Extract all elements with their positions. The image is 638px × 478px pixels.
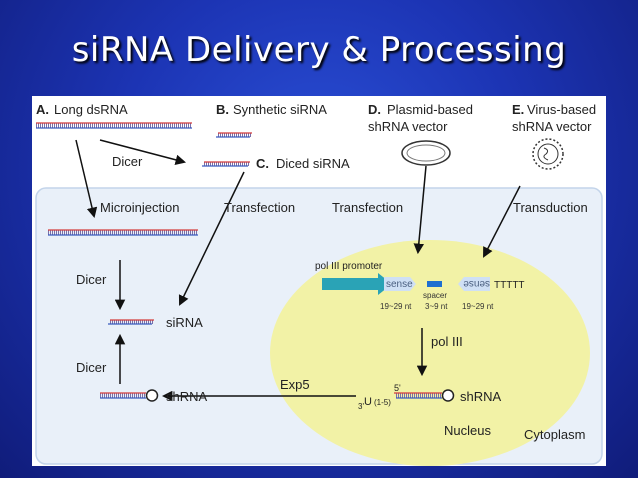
label-nucleus: Nucleus	[444, 423, 491, 438]
synthetic-sirna	[216, 132, 252, 138]
sense-segment	[384, 277, 416, 291]
nucleus-region	[270, 240, 590, 466]
label-transduction: Transduction	[513, 200, 588, 215]
virus-icon	[532, 138, 564, 170]
long-dsrna-injected	[48, 229, 198, 236]
label-dicer-mid: Dicer	[76, 272, 107, 287]
label-shrna-right: shRNA	[460, 389, 502, 404]
label-spacer: spacer	[423, 291, 447, 300]
label-tail-5: 5'	[394, 383, 401, 393]
antisense-segment	[458, 277, 490, 291]
diagram-canvas: A. Long dsRNA B. Synthetic siRNA C. Dice…	[35, 102, 603, 466]
pol3-promoter-arrow	[322, 273, 392, 295]
rnai-pathway-diagram: A. Long dsRNA B. Synthetic siRNA C. Dice…	[32, 96, 606, 466]
label-pol3: pol III	[431, 334, 463, 349]
label-shrna-left: shRNA	[166, 389, 208, 404]
shrna-hairpin-right	[394, 389, 455, 402]
label-nt-left: 19~29 nt	[380, 302, 412, 311]
label-d-line1: Plasmid-based	[387, 102, 473, 117]
long-dsrna-top	[36, 122, 192, 129]
label-dicer-top: Dicer	[112, 154, 143, 169]
label-sirna: siRNA	[166, 315, 203, 330]
label-a-letter: A.	[36, 102, 49, 117]
label-transfection-mid: Transfection	[332, 200, 403, 215]
spacer-segment	[427, 281, 442, 287]
label-tail-range: (1-5)	[374, 398, 391, 407]
label-sense: sense	[386, 279, 413, 290]
label-cytoplasm: Cytoplasm	[524, 427, 585, 442]
label-a-text: Long dsRNA	[54, 102, 128, 117]
label-d-line2: shRNA vector	[368, 119, 448, 134]
plasmid-icon	[401, 140, 451, 166]
label-dicer-low: Dicer	[76, 360, 107, 375]
arrow-dicer-top	[99, 139, 187, 165]
diced-sirna	[202, 161, 250, 167]
label-nt-mid: 3~9 nt	[425, 302, 448, 311]
label-c-letter: C.	[256, 156, 269, 171]
label-pol3-promoter: pol III promoter	[315, 261, 383, 272]
label-b-letter: B.	[216, 102, 229, 117]
slide-title: siRNA Delivery & Processing	[71, 30, 567, 70]
label-nt-right: 19~29 nt	[462, 302, 494, 311]
label-e-line1: Virus-based	[527, 102, 596, 117]
label-d-letter: D.	[368, 102, 381, 117]
arrow-dsrna-microinjection	[75, 139, 98, 219]
label-tail-3: 3'	[358, 402, 364, 411]
label-ttttt: TTTTT	[494, 280, 525, 291]
shrna-expression-cassette	[322, 273, 490, 295]
label-transfection-left: Transfection	[224, 200, 295, 215]
arrow-plasmid-transfection	[413, 165, 427, 255]
label-e-line2: shRNA vector	[512, 119, 592, 134]
cytoplasm-sirna	[108, 319, 154, 325]
label-e-letter: E.	[512, 102, 524, 117]
label-c-text: Diced siRNA	[276, 156, 350, 171]
label-antisense: sense	[463, 278, 490, 289]
label-tail-u: U	[364, 396, 372, 408]
arrow-virus-transduction	[483, 185, 521, 258]
label-microinjection: Microinjection	[100, 200, 179, 215]
label-exp5: Exp5	[280, 377, 310, 392]
label-b-text: Synthetic siRNA	[233, 102, 327, 117]
shrna-hairpin-left	[100, 389, 159, 402]
arrow-transfection-left	[178, 171, 245, 306]
